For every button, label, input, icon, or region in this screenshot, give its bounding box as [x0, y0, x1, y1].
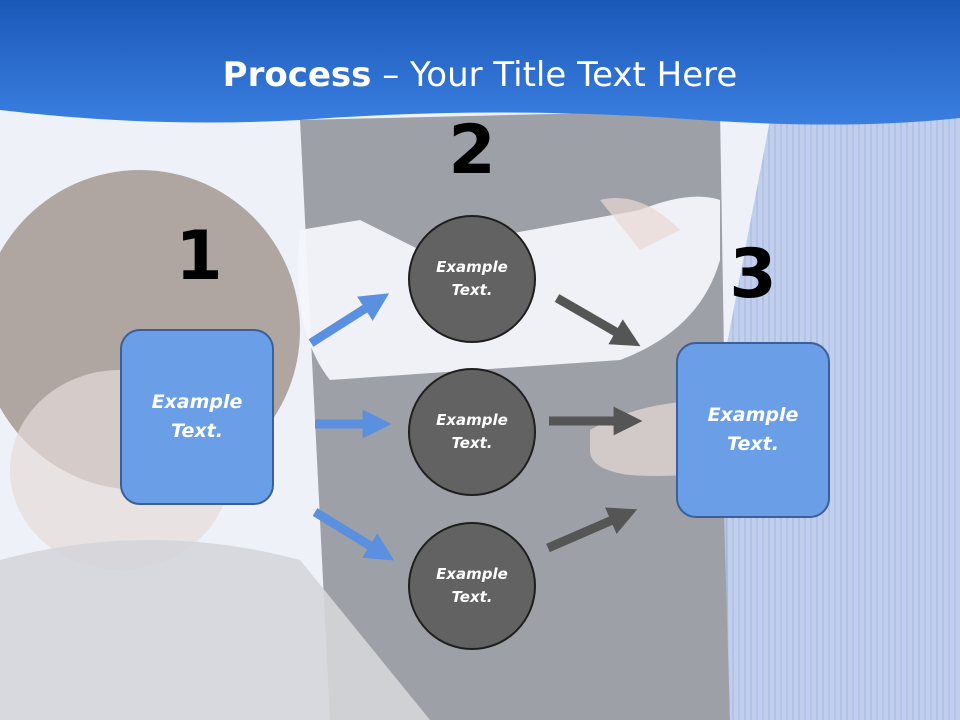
arrow-from-bottom-circle — [546, 507, 638, 553]
left-step-box: Example Text. — [120, 329, 274, 505]
step-number-2: 2 — [448, 111, 496, 190]
title-bold: Process — [222, 55, 372, 95]
slide-title: Process – Your Title Text Here — [0, 52, 960, 98]
process-circle-bottom: Example Text. — [408, 522, 536, 650]
process-circle-middle: Example Text. — [408, 368, 536, 496]
step-number-3: 3 — [729, 235, 777, 314]
title-rest: Your Title Text Here — [410, 55, 738, 95]
title-separator: – — [371, 55, 411, 95]
arrow-to-top-circle — [308, 293, 390, 347]
arrow-from-top-circle — [554, 294, 641, 347]
right-step-box: Example Text. — [676, 342, 830, 518]
step-number-1: 1 — [175, 217, 223, 296]
process-circle-top: Example Text. — [408, 215, 536, 343]
arrow-to-bottom-circle — [312, 508, 395, 561]
